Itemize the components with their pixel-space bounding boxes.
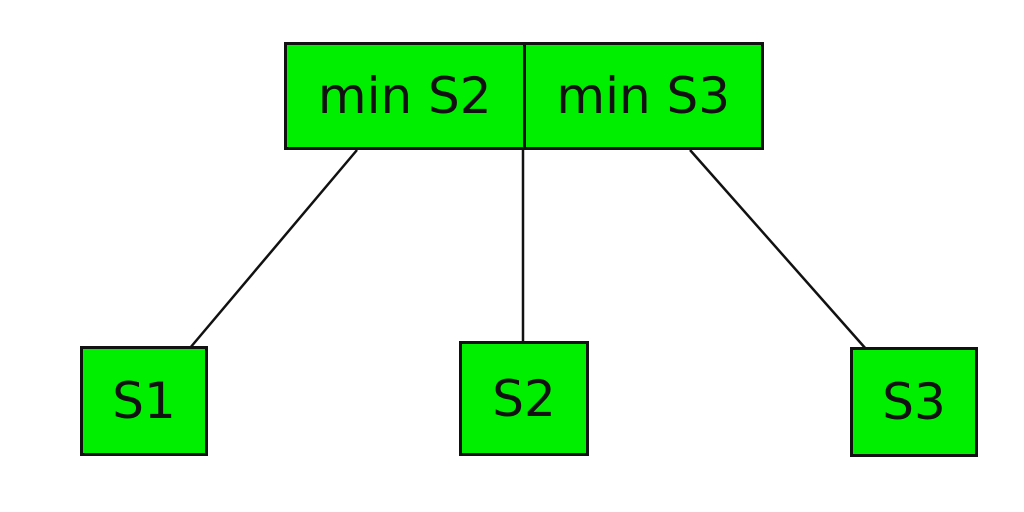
leaf-label: S2 <box>492 369 556 428</box>
edge-to-s1 <box>189 149 358 349</box>
root-node: min S2 min S3 <box>284 42 764 150</box>
leaf-label: S3 <box>882 373 946 431</box>
root-right-label: min S3 <box>556 67 731 125</box>
root-left-label: min S2 <box>317 67 492 125</box>
leaf-node-s1: S1 <box>80 346 208 456</box>
root-cell-min-s3: min S3 <box>526 45 762 147</box>
leaf-node-s2: S2 <box>459 341 589 456</box>
leaf-node-s3: S3 <box>850 347 978 457</box>
root-cell-min-s2: min S2 <box>287 45 526 147</box>
leaf-label: S1 <box>112 372 176 430</box>
edge-to-s3 <box>689 149 867 350</box>
